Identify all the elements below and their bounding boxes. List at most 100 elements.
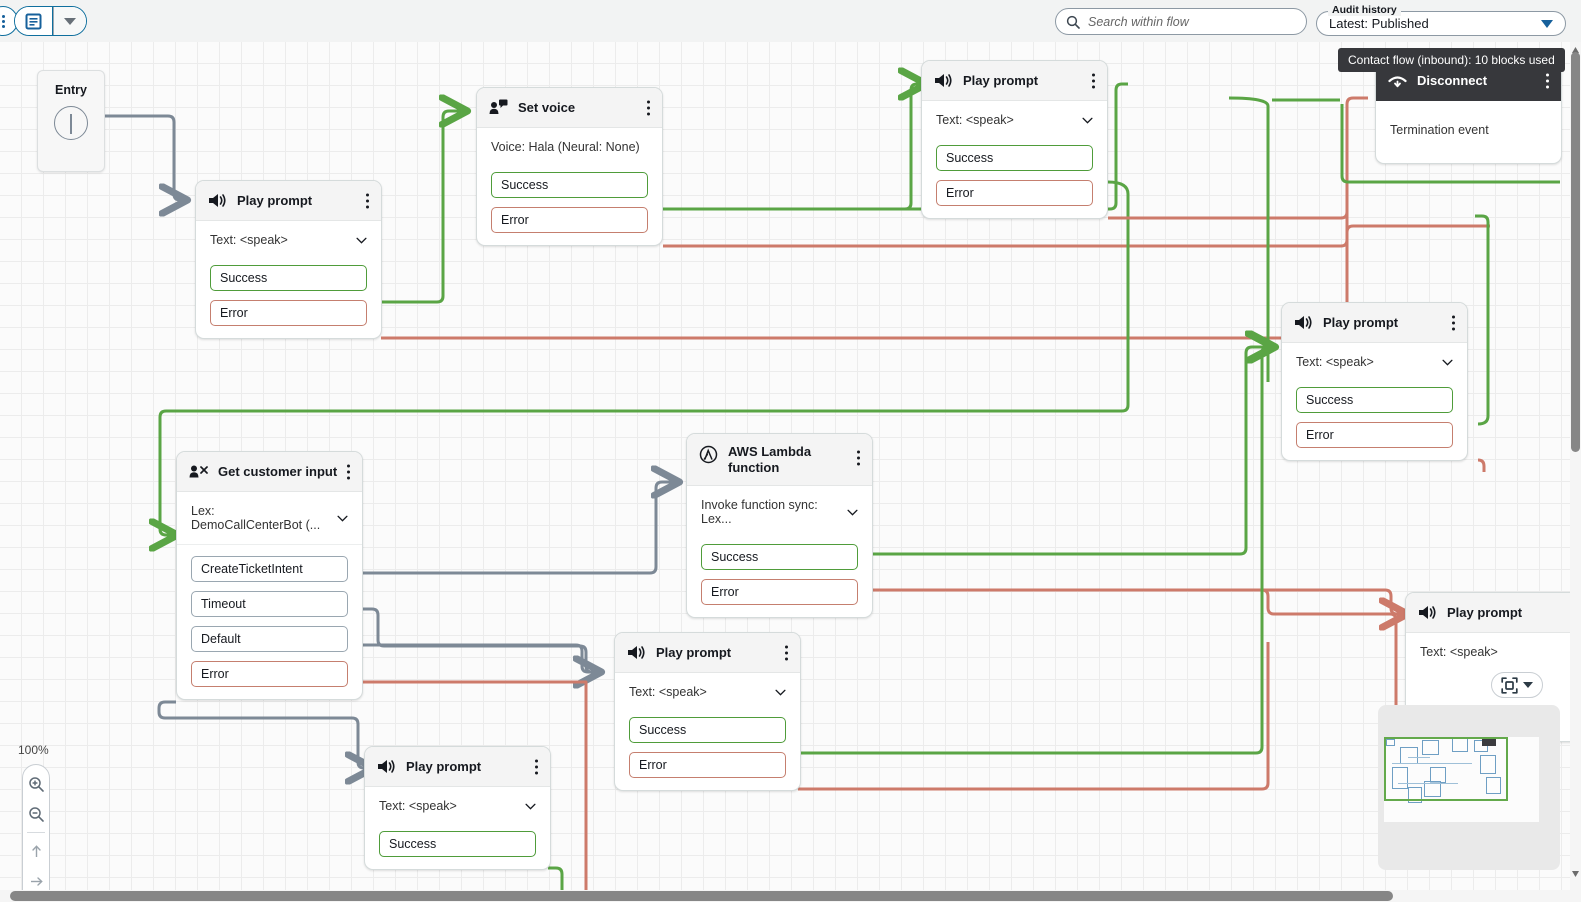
port-error[interactable]: Error xyxy=(701,579,858,606)
block-title: Set voice xyxy=(518,99,576,115)
port-success[interactable]: Success xyxy=(210,265,367,291)
block-subtitle-row[interactable]: Text: <speak> xyxy=(365,787,550,825)
block-subtitle-row[interactable]: Text: <speak> xyxy=(196,221,381,259)
block-ports: CreateTicketIntent Timeout Default Error xyxy=(177,545,362,699)
port-success[interactable]: Success xyxy=(491,172,648,198)
speaker-icon xyxy=(628,646,645,659)
port-error[interactable]: Error xyxy=(191,661,348,687)
blocks-used-tooltip: Contact flow (inbound): 10 blocks used xyxy=(1338,48,1565,72)
flow-block-aws-lambda[interactable]: AWS Lambda function Invoke function sync… xyxy=(686,433,873,619)
port-create-ticket-intent[interactable]: CreateTicketIntent xyxy=(191,556,348,582)
block-menu-button[interactable] xyxy=(855,449,862,468)
port-error[interactable]: Error xyxy=(1296,422,1453,448)
block-menu-button[interactable] xyxy=(1544,71,1551,90)
block-subtitle: Voice: Hala (Neural: None) xyxy=(491,140,640,154)
caret-down-icon xyxy=(1523,682,1533,688)
edge-getinput-to-pp5 xyxy=(157,700,372,768)
block-subtitle-row[interactable]: Text: <speak> xyxy=(615,673,800,711)
block-menu-button[interactable] xyxy=(783,643,790,662)
zoom-controls[interactable] xyxy=(22,764,50,890)
block-menu-button[interactable] xyxy=(1450,313,1457,332)
vertical-scrollbar[interactable] xyxy=(1570,42,1581,890)
block-header[interactable]: Play prompt xyxy=(1406,593,1570,633)
block-header[interactable]: Play prompt xyxy=(196,181,381,221)
audit-history-select[interactable]: Audit history Latest: Published xyxy=(1316,4,1566,36)
block-header[interactable]: Play prompt xyxy=(922,61,1107,101)
block-header[interactable]: AWS Lambda function xyxy=(687,434,872,487)
zoom-in-icon[interactable] xyxy=(23,769,49,799)
block-subtitle-row[interactable]: Invoke function sync: Lex... xyxy=(687,486,872,538)
divider xyxy=(27,832,45,833)
edge-setvoice-error xyxy=(663,192,1349,248)
port-error[interactable]: Error xyxy=(629,752,786,778)
block-subtitle-row[interactable]: Text: <speak> xyxy=(922,101,1107,139)
port-success[interactable]: Success xyxy=(1296,387,1453,413)
flow-block-play-prompt-3[interactable]: Play prompt Text: <speak> Success Error xyxy=(1281,302,1468,461)
block-header[interactable]: Set voice xyxy=(477,88,662,128)
fit-to-screen-button[interactable] xyxy=(1491,672,1543,698)
block-menu-button[interactable] xyxy=(345,462,352,481)
kebab-menu-icon xyxy=(1,14,5,28)
flow-properties-dropdown-button[interactable] xyxy=(53,7,86,35)
block-subtitle: Text: <speak> xyxy=(1296,355,1374,369)
flow-properties-button[interactable] xyxy=(15,7,53,35)
port-success[interactable]: Success xyxy=(379,831,536,857)
zoom-level-label: 100% xyxy=(18,743,49,757)
flow-block-play-prompt-5[interactable]: Play prompt Text: <speak> Success xyxy=(364,746,551,870)
port-success[interactable]: Success xyxy=(936,145,1093,171)
flow-block-get-customer-input[interactable]: Get customer input Lex: DemoCallCenterBo… xyxy=(176,451,363,700)
minimap-content xyxy=(1384,737,1539,822)
search-input[interactable] xyxy=(1088,14,1296,29)
block-menu-button[interactable] xyxy=(1090,71,1097,90)
block-subtitle-row[interactable]: Lex: DemoCallCenterBot (... xyxy=(177,492,362,545)
search-container[interactable] xyxy=(1055,8,1307,35)
flow-properties-button-group[interactable] xyxy=(14,6,87,36)
arrow-up-icon[interactable] xyxy=(23,836,49,866)
block-menu-button[interactable] xyxy=(364,191,371,210)
block-ports: Success Error xyxy=(922,139,1107,218)
scroll-up-arrow-icon[interactable] xyxy=(1571,42,1580,53)
vertical-scroll-thumb[interactable] xyxy=(1571,52,1580,452)
flow-block-play-prompt-4[interactable]: Play prompt Text: <speak> Success Error xyxy=(614,632,801,791)
block-subtitle-row[interactable]: Text: <speak> xyxy=(1282,343,1467,381)
port-timeout[interactable]: Timeout xyxy=(191,591,348,617)
block-menu-button[interactable] xyxy=(533,757,540,776)
block-subtitle: Text: <speak> xyxy=(379,799,457,813)
entry-node[interactable]: Entry xyxy=(37,70,105,172)
block-title: AWS Lambda function xyxy=(728,444,812,475)
minimap-viewport[interactable] xyxy=(1384,737,1508,801)
port-success[interactable]: Success xyxy=(629,717,786,743)
port-success[interactable]: Success xyxy=(701,544,858,571)
chevron-down-icon xyxy=(775,689,786,696)
port-error[interactable]: Error xyxy=(936,180,1093,206)
port-default[interactable]: Default xyxy=(191,626,348,652)
arrow-right-icon[interactable] xyxy=(23,866,49,890)
audit-history-value: Latest: Published xyxy=(1329,16,1429,31)
horizontal-scroll-thumb[interactable] xyxy=(10,891,1393,901)
flow-canvas[interactable]: Entry Play prompt Text: <speak> Success … xyxy=(0,42,1570,890)
port-error[interactable]: Error xyxy=(491,207,648,233)
block-subtitle: Text: <speak> xyxy=(210,233,288,247)
flow-block-play-prompt-1[interactable]: Play prompt Text: <speak> Success Error xyxy=(195,180,382,339)
minimap[interactable] xyxy=(1378,705,1560,870)
top-toolbar: Audit history Latest: Published xyxy=(0,0,1581,42)
connector-edges xyxy=(105,42,1560,890)
minimap-edge xyxy=(1392,763,1472,764)
entry-point-icon xyxy=(54,106,88,140)
block-subtitle-row[interactable]: Text: <speak> xyxy=(1406,633,1570,671)
block-menu-button[interactable] xyxy=(645,98,652,117)
flow-block-play-prompt-2[interactable]: Play prompt Text: <speak> Success Error xyxy=(921,60,1108,219)
flow-block-disconnect[interactable]: Disconnect Termination event xyxy=(1375,60,1562,164)
scroll-down-arrow-icon[interactable] xyxy=(1571,866,1580,877)
block-subtitle: Invoke function sync: Lex... xyxy=(701,498,818,527)
block-header[interactable]: Play prompt xyxy=(615,633,800,673)
port-error[interactable]: Error xyxy=(210,300,367,326)
flow-block-set-voice[interactable]: Set voice Voice: Hala (Neural: None) Suc… xyxy=(476,87,663,246)
block-header[interactable]: Get customer input xyxy=(177,452,362,492)
block-header[interactable]: Play prompt xyxy=(1282,303,1467,343)
horizontal-scrollbar[interactable] xyxy=(0,890,1581,902)
edge-pp3-error xyxy=(1477,458,1486,472)
zoom-out-icon[interactable] xyxy=(23,799,49,829)
person-speech-icon xyxy=(489,99,508,114)
block-header[interactable]: Play prompt xyxy=(365,747,550,787)
